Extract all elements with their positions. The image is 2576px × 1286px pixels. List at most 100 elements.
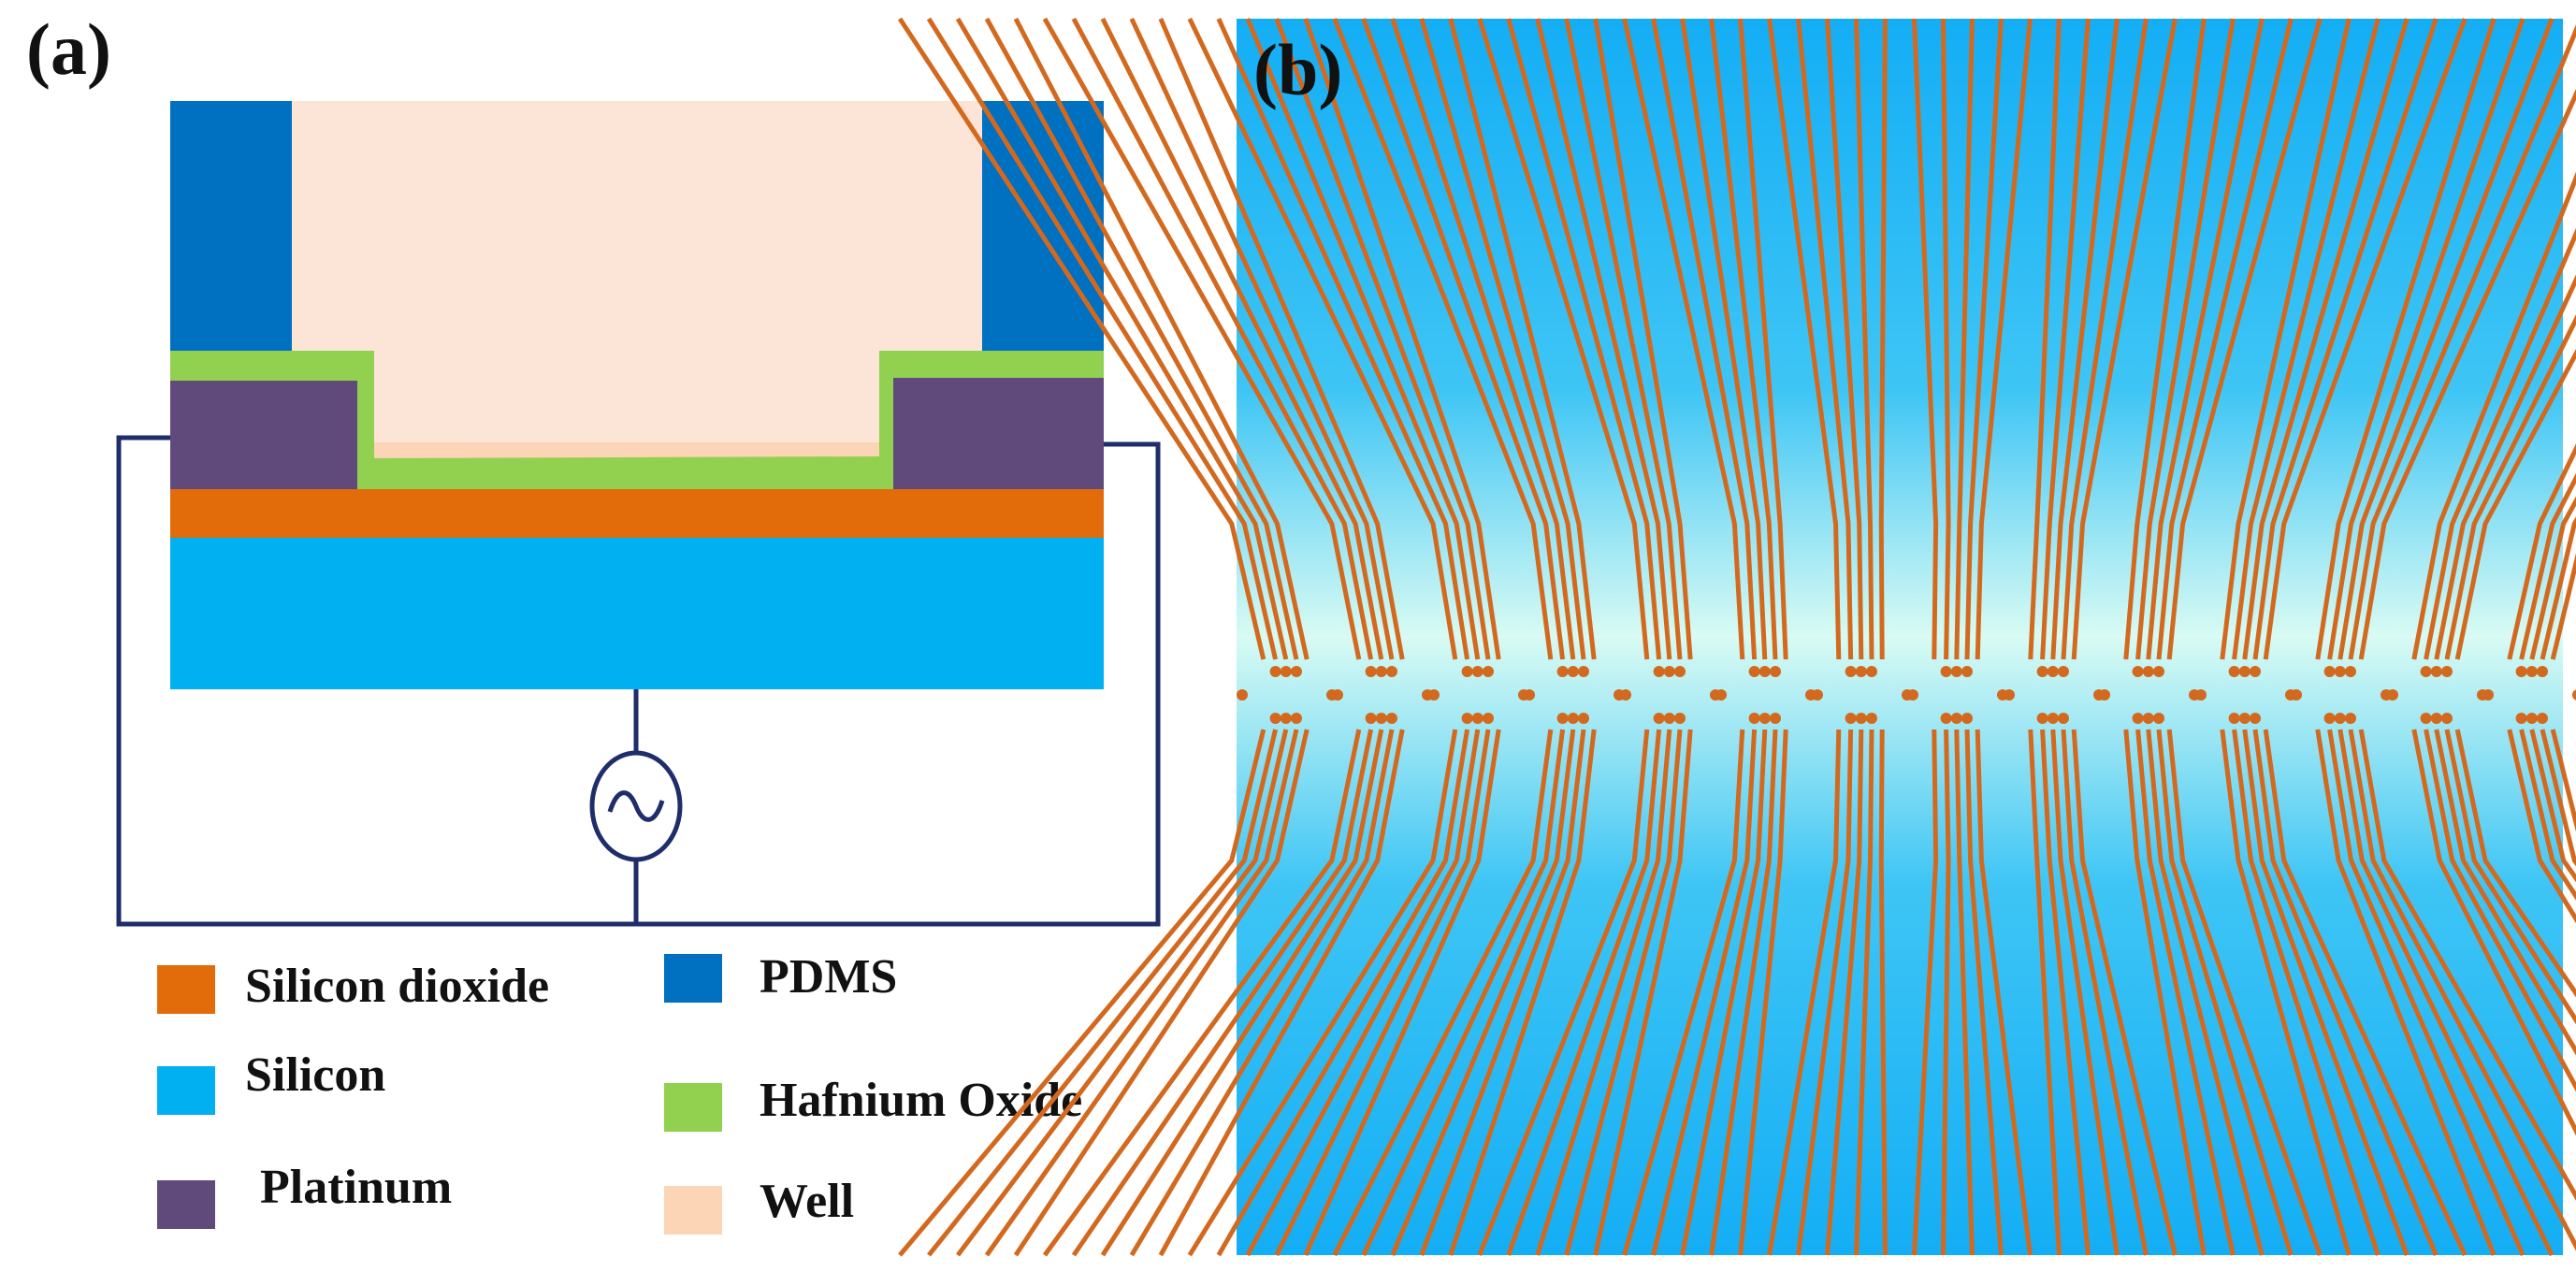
electrode-track bbox=[2327, 729, 2525, 1256]
electrode-pad bbox=[1567, 666, 1579, 677]
electrode-track bbox=[1738, 18, 1788, 660]
electrode-pad bbox=[1940, 666, 1952, 677]
electrode-track bbox=[2358, 729, 2576, 1201]
electrode-pad bbox=[2058, 713, 2069, 724]
electrode-pad bbox=[1845, 713, 1857, 724]
electrode-pad bbox=[1428, 689, 1440, 701]
electrode-track bbox=[1245, 18, 1481, 660]
legend-silicon: Silicon bbox=[245, 1048, 386, 1102]
electrode-pad bbox=[1748, 666, 1760, 677]
electrode-track bbox=[1332, 729, 1554, 1257]
electrode-track bbox=[1878, 18, 1889, 660]
electrode-track bbox=[1796, 18, 1854, 660]
electrode-track bbox=[1216, 17, 1470, 660]
electrode-track bbox=[1332, 18, 1554, 660]
electrode-track bbox=[1709, 18, 1778, 660]
electrode-track bbox=[2315, 729, 2496, 1256]
electrode-track bbox=[1303, 729, 1501, 1257]
electrode-pad bbox=[2228, 666, 2240, 677]
electrode-track bbox=[2519, 472, 2576, 660]
electrode-pad bbox=[1961, 666, 1973, 677]
electrode-pad bbox=[1471, 713, 1483, 724]
electrode-pad bbox=[2291, 689, 2302, 701]
electrode-track bbox=[1767, 729, 1842, 1256]
legend-swatch-pdms bbox=[664, 954, 722, 1003]
electrode-track bbox=[2540, 516, 2576, 660]
electrode-track bbox=[2519, 729, 2576, 901]
sine-icon bbox=[607, 790, 665, 822]
electrode-track bbox=[2050, 729, 2120, 1256]
electrode-pad bbox=[2334, 713, 2346, 724]
electrode-pad bbox=[2441, 713, 2453, 724]
electrode-track bbox=[1738, 729, 1788, 1256]
electrode-track bbox=[2507, 443, 2576, 660]
electrode-pad bbox=[2323, 666, 2336, 677]
electrode-pad bbox=[1365, 666, 1377, 677]
electrode-track bbox=[2220, 729, 2352, 1256]
electrode-track bbox=[1622, 729, 1745, 1256]
electrode-pad bbox=[2537, 666, 2548, 677]
electrode-pad bbox=[1280, 713, 1292, 724]
electrode-pad bbox=[1386, 666, 1397, 677]
electrode-pad bbox=[2036, 713, 2048, 724]
electrode-pad bbox=[1237, 689, 1248, 701]
electrode-pad bbox=[1866, 713, 1877, 724]
electrode-pad bbox=[2142, 666, 2154, 677]
electrode-pad bbox=[1770, 666, 1781, 677]
electrode-pad bbox=[1940, 713, 1952, 724]
electrode-track bbox=[2071, 729, 2178, 1256]
electrode-track bbox=[1158, 729, 1405, 1257]
panel-b-label: (b) bbox=[1253, 29, 1343, 110]
electrode-pad bbox=[1674, 713, 1686, 724]
electrode-track bbox=[1680, 729, 1768, 1256]
electrode-pad bbox=[2334, 666, 2346, 677]
electrode-pad bbox=[1855, 666, 1867, 677]
electrode-track bbox=[1187, 729, 1458, 1257]
electrode-pad bbox=[2153, 713, 2164, 724]
electrode-pad bbox=[2537, 713, 2548, 724]
electrode-track bbox=[1100, 729, 1384, 1257]
legend-swatch-silicon bbox=[157, 1066, 215, 1115]
electrode-pad bbox=[1715, 689, 1727, 701]
electrode-track bbox=[1593, 729, 1693, 1256]
electrode-track bbox=[1129, 729, 1395, 1257]
electrode-track bbox=[2444, 313, 2576, 660]
electrode-track bbox=[2444, 729, 2576, 1025]
electrode-pad bbox=[2525, 713, 2538, 724]
electrode-track bbox=[1071, 17, 1374, 660]
electrode-track bbox=[1274, 729, 1491, 1257]
electrode-track bbox=[2358, 88, 2576, 660]
electrode-track bbox=[1878, 729, 1889, 1256]
electrode-track bbox=[1911, 729, 1939, 1256]
electrode-track bbox=[1767, 18, 1842, 660]
panel-a-schematic bbox=[116, 101, 1161, 927]
electrode-pad bbox=[1556, 713, 1569, 724]
panel-a-label: (a) bbox=[26, 8, 111, 90]
electrode-track bbox=[926, 17, 1279, 660]
electrode-pad bbox=[2345, 713, 2356, 724]
electrode-pad bbox=[1365, 713, 1377, 724]
electrode-track bbox=[955, 729, 1289, 1257]
electrode-pad bbox=[2420, 713, 2432, 724]
electrode-pad bbox=[1653, 666, 1665, 677]
electrode-track bbox=[927, 729, 1279, 1257]
electrode-track bbox=[2252, 18, 2439, 660]
electrode-pad bbox=[1866, 666, 1877, 677]
electrode-track bbox=[898, 729, 1266, 1257]
electrode-track bbox=[1964, 18, 2004, 660]
electrode-track bbox=[1187, 17, 1458, 660]
electrode-track bbox=[1825, 729, 1864, 1256]
electrode-track bbox=[1506, 18, 1662, 660]
electrode-pad bbox=[1674, 666, 1686, 677]
electrode-track bbox=[2348, 23, 2576, 660]
electrode-track bbox=[2315, 18, 2496, 660]
electrode-track bbox=[2040, 18, 2091, 660]
electrode-track bbox=[2454, 729, 2576, 998]
electrode-track bbox=[1593, 18, 1693, 660]
electrode-track bbox=[1954, 18, 1975, 660]
electrode-track bbox=[2424, 227, 2576, 660]
electrode-pad bbox=[2430, 666, 2442, 677]
electrode-track bbox=[1564, 729, 1683, 1256]
electrode-track bbox=[2123, 18, 2207, 660]
electrode-track bbox=[1448, 729, 1597, 1256]
